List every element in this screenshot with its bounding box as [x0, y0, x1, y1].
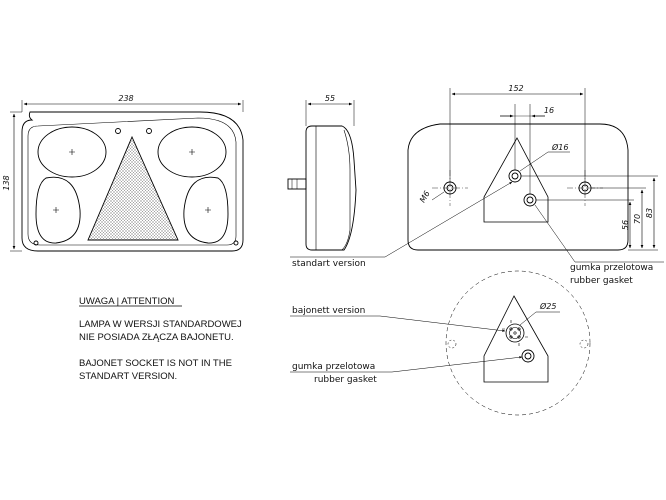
upper-left-lens [37, 126, 107, 178]
label-bajonett-version: bajonett version [292, 306, 365, 316]
screw-hole-bottom-left [33, 240, 39, 246]
attention-note: UWAGA | ATTENTION LAMPA W WERSJI STANDAR… [79, 296, 242, 382]
front-view [10, 100, 244, 252]
dim-height-138: 138 [2, 175, 11, 190]
label-gasket-en-detail: rubber gasket [314, 375, 377, 385]
lamp-front-inner-outline [27, 117, 237, 246]
dim-height-83: 83 [645, 208, 654, 218]
detail-view [290, 270, 591, 416]
label-gasket-en-top: rubber gasket [570, 276, 633, 286]
note-en-line2: STANDART VERSION. [79, 371, 177, 382]
ghost-stud-left [447, 339, 457, 349]
lamp-side-body [305, 125, 357, 251]
dim-height-70: 70 [633, 214, 642, 224]
gasket-hole [523, 193, 537, 207]
reflector-triangle [87, 135, 179, 241]
dim-detail-d25: Ø25 [539, 301, 556, 311]
note-pl-line1: LAMPA W WERSJI STANDARDOWEJ [79, 319, 242, 330]
dim-width-238: 238 [118, 94, 133, 103]
lower-right-lens [183, 176, 229, 244]
dim-offset-16: 16 [544, 106, 554, 115]
detail-mounting-plate [483, 295, 549, 383]
cable-hole [508, 169, 522, 183]
bayonet-socket [505, 323, 525, 343]
label-gasket-pl-top: gumka przelotowa [570, 263, 653, 273]
dim-thread-m6: M6 [418, 189, 432, 204]
screw-hole-top-left [115, 128, 121, 134]
note-heading: UWAGA | ATTENTION [79, 296, 175, 307]
detail-circle [445, 270, 591, 416]
dim-hole-d16: Ø16 [551, 142, 568, 152]
ghost-stud-right [579, 339, 589, 349]
label-standart-version: standart version [292, 259, 366, 269]
side-view [287, 100, 357, 251]
lamp-side-inner [315, 126, 351, 251]
mounting-plate [483, 137, 549, 223]
dim-stud-spacing-152: 152 [508, 84, 523, 93]
rear-view [290, 88, 664, 263]
dim-depth-55: 55 [325, 94, 335, 103]
note-pl-line2: NIE POSIADA ZŁĄCZA BAJONETU. [79, 332, 234, 343]
lamp-rear-outline [407, 123, 629, 251]
screw-hole-top-right [146, 128, 152, 134]
detail-gasket-hole [521, 349, 535, 363]
lamp-front-outline [21, 111, 244, 252]
lower-left-lens [35, 176, 81, 244]
dim-height-56: 56 [621, 220, 630, 230]
label-gasket-pl-detail: gumka przelotowa [292, 362, 375, 372]
upper-right-lens [157, 126, 227, 178]
screw-hole-bottom-right [233, 240, 239, 246]
note-en-line1: BAJONET SOCKET IS NOT IN THE [79, 358, 232, 369]
